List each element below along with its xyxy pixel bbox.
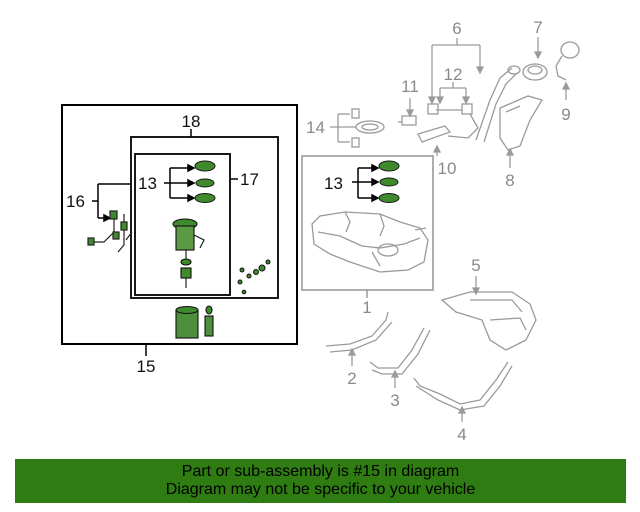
leader-13-right (352, 163, 380, 203)
part-8[interactable] (499, 95, 543, 168)
strap-3[interactable] (369, 327, 431, 388)
callout-14: 14 (306, 118, 325, 137)
seal-rings-left (194, 160, 216, 203)
callout-17: 17 (240, 170, 259, 189)
info-banner: Part or sub-assembly is #15 in diagram D… (15, 459, 626, 503)
fuel-tank-box-1[interactable] (301, 155, 434, 298)
seal-rings-right (378, 160, 400, 203)
callout-4: 4 (457, 425, 466, 444)
callout-2: 2 (347, 369, 356, 388)
callout-15: 15 (137, 357, 156, 376)
strap-4[interactable] (413, 361, 513, 422)
fuel-pump-module (172, 218, 205, 288)
callout-7: 7 (533, 18, 542, 37)
leader-13-left (164, 163, 196, 203)
part-6-12-leaders[interactable] (427, 38, 485, 105)
assembly-18-box (130, 136, 279, 299)
assembly-17-box (134, 153, 231, 296)
parts-diagram: 18 17 13 16 15 13 1 2 3 4 5 6 7 8 9 10 1… (61, 18, 580, 444)
heat-shield-5[interactable] (440, 276, 537, 351)
part-11-group[interactable] (398, 98, 417, 126)
leader-16 (92, 183, 131, 223)
small-fittings (237, 259, 271, 295)
cap-tether[interactable] (555, 41, 580, 100)
info-banner-line-2: Diagram may not be specific to your vehi… (165, 481, 476, 498)
assembly-15-group[interactable] (61, 104, 298, 356)
strap-2[interactable] (325, 311, 393, 366)
fuel-tank (311, 211, 429, 273)
callout-12: 12 (444, 65, 463, 84)
callout-16: 16 (66, 192, 85, 211)
callout-11: 11 (401, 77, 419, 96)
fuel-filter (175, 305, 214, 339)
callout-3: 3 (390, 391, 399, 410)
assembly-15-box (61, 104, 298, 345)
part-14-group[interactable] (330, 108, 385, 148)
callout-5: 5 (471, 256, 480, 275)
callout-9: 9 (561, 105, 570, 124)
callout-13-right: 13 (324, 174, 343, 193)
wire-harness (87, 210, 133, 253)
callout-10: 10 (438, 159, 457, 178)
callout-18: 18 (182, 112, 201, 131)
info-banner-line-1: Part or sub-assembly is #15 in diagram (181, 463, 460, 480)
callout-6: 6 (452, 19, 461, 38)
callout-8: 8 (505, 171, 514, 190)
filler-pipe (417, 65, 521, 156)
fuel-cap[interactable] (522, 37, 548, 81)
callout-1: 1 (362, 298, 371, 317)
callout-13-left: 13 (138, 174, 157, 193)
